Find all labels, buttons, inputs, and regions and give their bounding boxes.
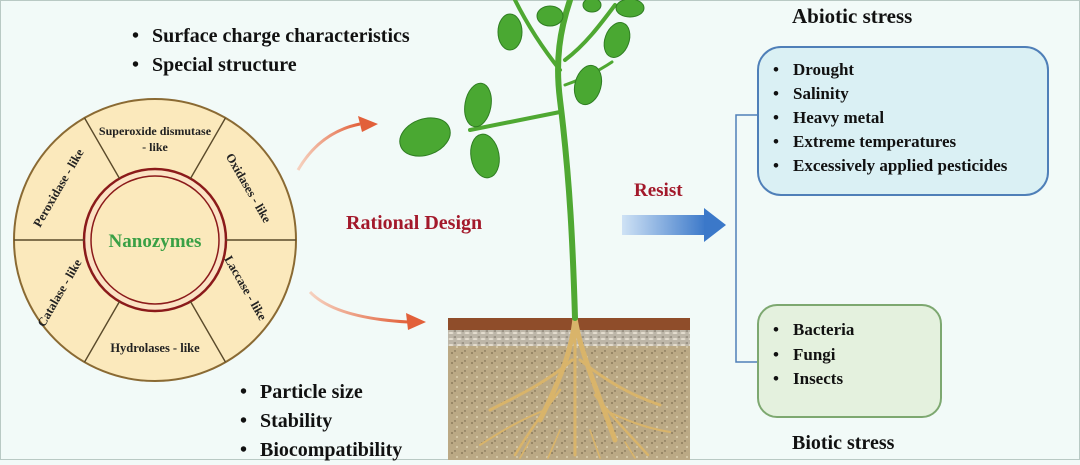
leaf-icon	[603, 22, 631, 58]
arrow-head-icon	[406, 313, 426, 330]
list-item: Drought	[773, 58, 1007, 82]
resist-arrow	[622, 208, 726, 242]
sector-sod-label: Superoxide dismutase	[99, 124, 212, 138]
list-item: Extreme temperatures	[773, 130, 1007, 154]
list-item: Excessively applied pesticides	[773, 154, 1007, 178]
leaf-icon	[536, 5, 564, 27]
nanozymes-wheel	[13, 98, 297, 382]
bracket	[735, 114, 757, 363]
list-item: Bacteria	[773, 318, 854, 343]
top-properties-list: Surface charge characteristics Special s…	[132, 22, 410, 80]
plant-leaves	[399, 0, 645, 179]
list-item: Stability	[240, 407, 402, 436]
leaf-icon	[497, 13, 523, 51]
design-arrows	[296, 116, 426, 330]
leaf-icon	[615, 0, 645, 18]
list-item: Special structure	[132, 51, 410, 80]
roots	[479, 315, 671, 459]
sector-sod-suffix-label: - like	[142, 140, 168, 154]
arrow-right-icon	[704, 208, 726, 242]
plant-stem	[468, 0, 617, 321]
list-item: Biocompatibility	[240, 436, 402, 465]
list-item: Fungi	[773, 343, 854, 368]
nanozymes-center-label: Nanozymes	[109, 231, 202, 252]
soil-block	[448, 318, 690, 460]
leaf-icon	[399, 117, 451, 157]
bottom-properties-list: Particle size Stability Biocompatibility	[240, 378, 402, 465]
list-item: Particle size	[240, 378, 402, 407]
abiotic-stress-title: Abiotic stress	[792, 4, 913, 28]
rational-design-label: Rational Design	[346, 212, 483, 234]
abiotic-stress-list: Drought Salinity Heavy metal Extreme tem…	[773, 58, 1007, 178]
leaf-icon	[470, 133, 500, 179]
leaf-icon	[582, 0, 602, 13]
biotic-stress-list: Bacteria Fungi Insects	[773, 318, 854, 392]
list-item: Surface charge characteristics	[132, 22, 410, 51]
list-item: Insects	[773, 367, 854, 392]
biotic-stress-title: Biotic stress	[792, 432, 895, 454]
leaf-icon	[573, 64, 603, 106]
leaf-icon	[464, 82, 492, 128]
arrow-head-icon	[358, 116, 378, 132]
list-item: Heavy metal	[773, 106, 1007, 130]
resist-label: Resist	[634, 180, 683, 201]
sector-hydrolases-label: Hydrolases - like	[110, 341, 200, 355]
list-item: Salinity	[773, 82, 1007, 106]
